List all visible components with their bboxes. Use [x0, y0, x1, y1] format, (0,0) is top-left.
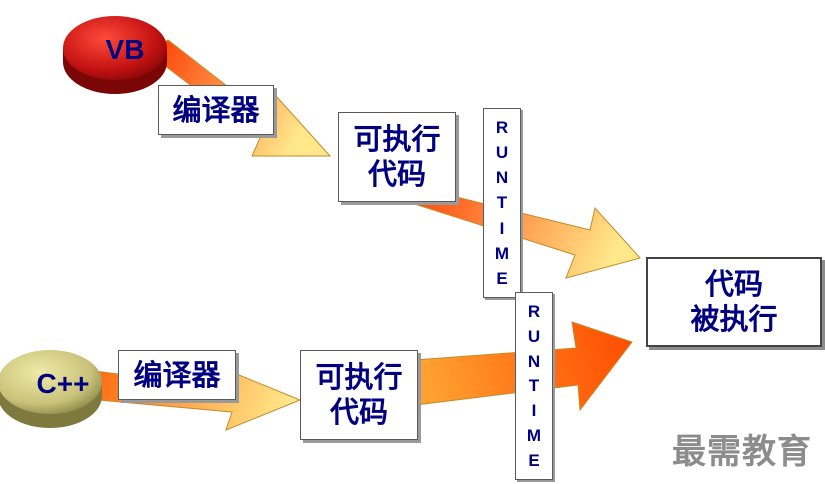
runtime-bottom-m: M: [526, 426, 542, 446]
runtime-bottom-i: I: [531, 401, 537, 421]
runtime-top-t: T: [496, 193, 508, 213]
exe-top-line2: 代码: [367, 157, 426, 191]
compiler-top-label: 编译器: [172, 92, 260, 127]
runtime-bottom-u: U: [527, 326, 541, 346]
vb-label: VB: [105, 34, 145, 65]
result-box: 代码 被执行: [646, 257, 822, 347]
runtime-bar-top: R U N T I M E: [483, 108, 521, 298]
runtime-top-i: I: [499, 218, 505, 238]
watermark: 最需教育: [672, 432, 812, 472]
runtime-bottom-e: E: [528, 450, 540, 470]
compiler-box-top: 编译器: [158, 85, 274, 135]
runtime-bar-bottom: R U N T I M E: [515, 292, 553, 480]
result-line2: 被执行: [690, 302, 778, 336]
runtime-bottom-r: R: [527, 301, 541, 321]
compiler-bottom-label: 编译器: [133, 357, 221, 392]
runtime-top-r: R: [495, 118, 509, 138]
runtime-bottom-t: T: [528, 376, 540, 396]
runtime-top-n: N: [495, 168, 509, 188]
arrow-exe-top-to-result: [401, 179, 641, 279]
exe-bottom-line2: 代码: [329, 395, 388, 429]
runtime-top-m: M: [494, 243, 510, 263]
exe-top-line1: 可执行: [353, 122, 441, 157]
compiler-box-bottom: 编译器: [118, 350, 236, 400]
cpp-label: C++: [36, 368, 90, 399]
runtime-top-u: U: [495, 143, 509, 163]
result-line1: 代码: [704, 267, 763, 302]
exe-bottom-line1: 可执行: [315, 360, 403, 395]
vb-disk: [63, 16, 167, 94]
cpp-disk: [0, 350, 102, 428]
runtime-top-e: E: [496, 268, 508, 288]
runtime-bottom-n: N: [527, 351, 541, 371]
executable-box-bottom: 可执行 代码: [300, 350, 418, 440]
executable-box-top: 可执行 代码: [338, 112, 456, 202]
